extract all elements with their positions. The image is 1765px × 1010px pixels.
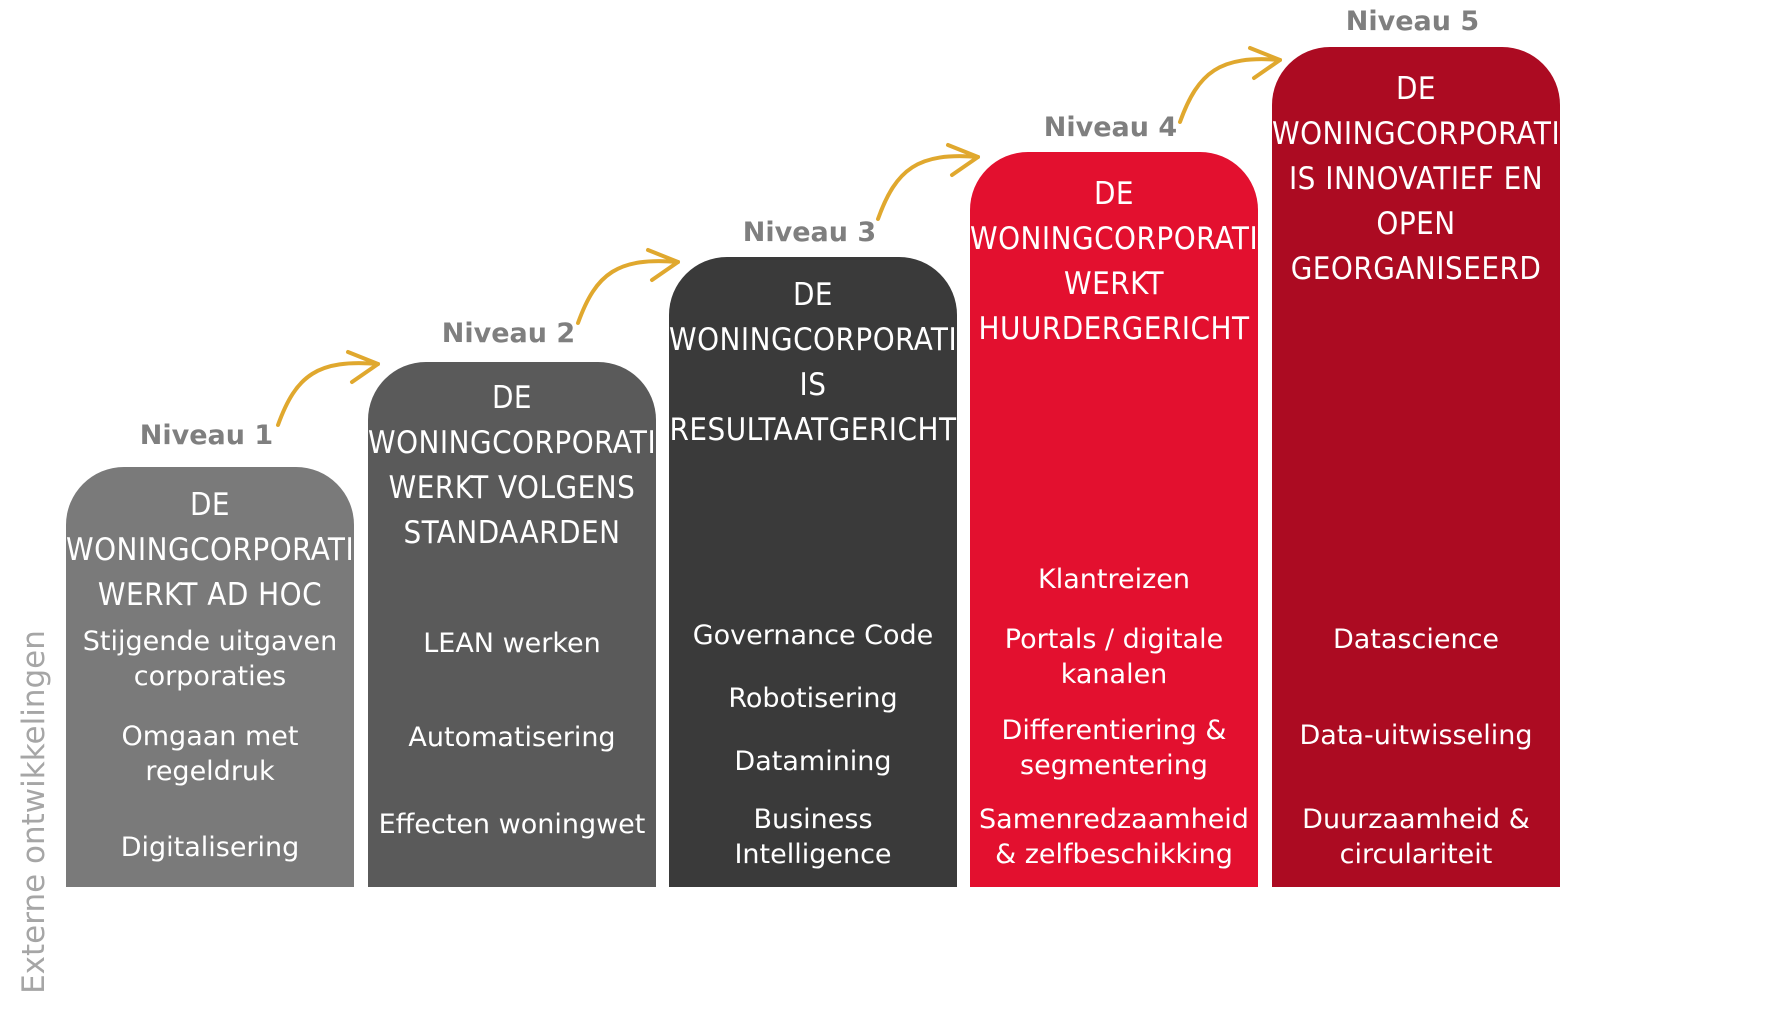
- level-2-item: Automatisering: [374, 720, 650, 755]
- level-4-item-line: kanalen: [1060, 659, 1168, 690]
- level-1-item-line: Omgaan met: [121, 721, 299, 752]
- level-1-item-line: corporaties: [133, 661, 287, 692]
- level-1-item-line: Stijgende uitgaven: [82, 626, 338, 657]
- level-5-item-line: Duurzaamheid &: [1302, 804, 1530, 835]
- level-4-item: Klantreizen: [976, 562, 1252, 597]
- level-1-label: Niveau 1: [139, 420, 274, 451]
- level-4-title-line: WERKT HUURDERGERICHT: [978, 266, 1250, 347]
- level-3-item-line: Business: [753, 804, 873, 835]
- level-5-item-line: Datascience: [1332, 624, 1500, 655]
- level-4-item: Samenredzaamheid & zelfbeschikking: [976, 802, 1252, 872]
- level-4-item-line: Portals / digitale: [1004, 624, 1224, 655]
- level-2-item-line: LEAN werken: [423, 628, 601, 659]
- level-5-title: DE WONINGCORPORATIE IS INNOVATIEF EN OPEN…: [1272, 67, 1579, 292]
- level-3-label: Niveau 3: [742, 217, 877, 248]
- level-4-item-line: Samenredzaamheid: [979, 804, 1249, 835]
- level-5-item: Data-uitwisseling: [1278, 718, 1554, 753]
- level-1-item-line: regeldruk: [145, 756, 275, 787]
- side-label-external-developments: Externe ontwikkelingen: [16, 630, 52, 994]
- level-5-item: Datascience: [1278, 622, 1554, 657]
- level-2-item-line: Automatisering: [408, 722, 616, 753]
- level-2-item: LEAN werken: [374, 626, 650, 661]
- level-2-title-line: DE WONINGCORPORATIE: [368, 380, 675, 461]
- arrow-level-3-to-4: [876, 143, 980, 221]
- level-2-title-line: STANDAARDEN: [403, 515, 621, 551]
- level-5-item-line: circulariteit: [1339, 839, 1493, 870]
- level-3-title-line: DE WONINGCORPORATIE: [669, 277, 976, 358]
- level-2-title-line: WERKT VOLGENS: [388, 470, 636, 506]
- level-3-item: Datamining: [675, 744, 951, 779]
- level-4-item-line: & zelfbeschikking: [995, 839, 1233, 870]
- level-3-item: Governance Code: [675, 618, 951, 653]
- arrow-level-4-to-5: [1178, 46, 1282, 124]
- level-1-title: DE WONINGCORPORATIE WERKT AD HOC: [66, 483, 373, 618]
- level-3-item-line: Datamining: [734, 746, 892, 777]
- level-4-title-line: DE WONINGCORPORATIE: [970, 176, 1277, 257]
- level-1-title-line: WERKT AD HOC: [97, 577, 323, 613]
- level-3-item: Robotisering: [675, 681, 951, 716]
- level-3-column: DE WONINGCORPORATIE IS RESULTAATGERICHT Go…: [669, 257, 976, 887]
- level-2-item-line: Effecten woningwet: [378, 809, 646, 840]
- level-4-item-line: Klantreizen: [1038, 564, 1190, 595]
- level-1-title-line: DE WONINGCORPORATIE: [66, 487, 373, 568]
- level-5-title-line: GEORGANISEERD: [1290, 251, 1542, 287]
- level-3-item-line: Robotisering: [728, 683, 898, 714]
- level-5-label: Niveau 5: [1345, 6, 1480, 37]
- level-1-item: Digitalisering: [72, 830, 348, 865]
- level-5-item: Duurzaamheid & circulariteit: [1278, 802, 1554, 872]
- level-4-item: Portals / digitale kanalen: [976, 622, 1252, 692]
- level-4-label: Niveau 4: [1043, 112, 1178, 143]
- level-2-column: DE WONINGCORPORATIE WERKT VOLGENS STANDAAR…: [368, 362, 675, 887]
- level-4-title: DE WONINGCORPORATIE WERKT HUURDERGERICHT: [970, 172, 1277, 352]
- level-4-item-line: Differentiering &: [1001, 715, 1227, 746]
- level-3-item-line: Governance Code: [692, 620, 934, 651]
- arrow-level-2-to-3: [576, 248, 680, 325]
- level-4-item-line: segmentering: [1020, 750, 1208, 781]
- level-3-item-line: Intelligence: [734, 839, 892, 870]
- level-1-item: Stijgende uitgaven corporaties: [72, 624, 348, 694]
- level-3-title: DE WONINGCORPORATIE IS RESULTAATGERICHT: [669, 273, 976, 453]
- level-4-column: DE WONINGCORPORATIE WERKT HUURDERGERICHT K…: [970, 152, 1277, 887]
- level-5-item-line: Data-uitwisseling: [1299, 720, 1533, 751]
- level-5-title-line: IS INNOVATIEF EN OPEN: [1288, 161, 1544, 242]
- arrow-level-1-to-2: [276, 350, 380, 427]
- level-5-column: DE WONINGCORPORATIE IS INNOVATIEF EN OPEN…: [1272, 47, 1579, 887]
- level-2-title: DE WONINGCORPORATIE WERKT VOLGENS STANDAAR…: [368, 376, 675, 556]
- level-5-title-line: DE WONINGCORPORATIE: [1272, 71, 1579, 152]
- level-2-item: Effecten woningwet: [374, 807, 650, 842]
- level-3-title-line: IS RESULTAATGERICHT: [669, 367, 957, 448]
- level-1-item: Omgaan met regeldruk: [72, 719, 348, 789]
- level-4-item: Differentiering & segmentering: [976, 713, 1252, 783]
- level-1-item-line: Digitalisering: [120, 832, 300, 863]
- level-1-column: DE WONINGCORPORATIE WERKT AD HOC Stijgende…: [66, 467, 373, 887]
- level-2-label: Niveau 2: [441, 318, 576, 349]
